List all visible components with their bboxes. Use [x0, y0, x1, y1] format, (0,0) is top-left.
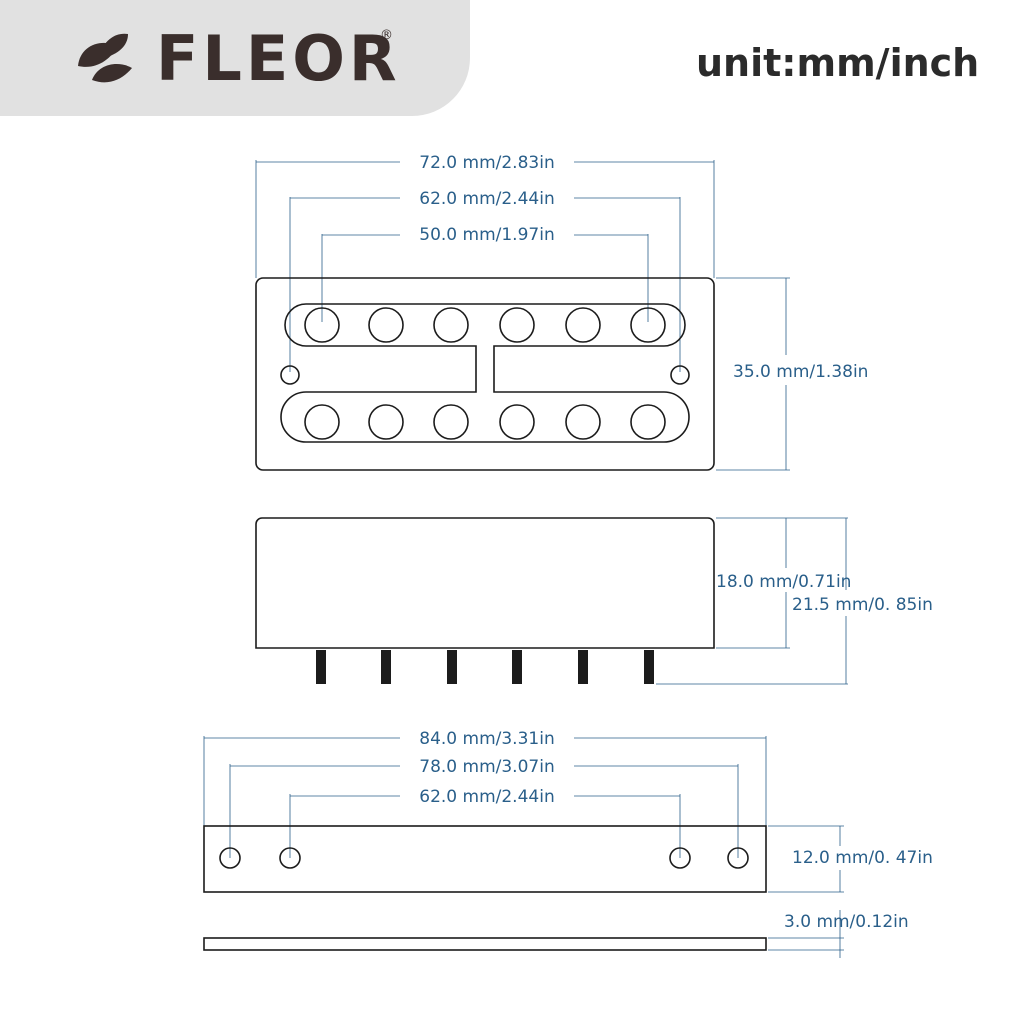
unit-label: unit:mm/inch — [696, 41, 980, 85]
dim-plate-thickness: 3.0 mm/0.12in — [784, 912, 909, 932]
pole-pieces-bottom-row — [304, 404, 666, 440]
top-view — [255, 277, 715, 471]
base-plate-edge — [203, 937, 767, 951]
pickup-body-top — [255, 277, 715, 471]
mount-hole-left — [280, 365, 300, 385]
mount-hole-right — [670, 365, 690, 385]
plate-hole — [279, 847, 301, 869]
dim-plate-outer-holes: 78.0 mm/3.07in — [419, 757, 554, 777]
registered-mark: ® — [380, 28, 393, 43]
brand-name: FLEOR — [156, 22, 401, 95]
side-view — [255, 517, 715, 684]
pole-pieces-top-row — [304, 307, 666, 343]
plate-hole — [219, 847, 241, 869]
base-plate — [203, 825, 767, 951]
pole-legs — [316, 650, 654, 684]
dim-side-total-height: 21.5 mm/0. 85in — [792, 595, 933, 615]
dim-plate-width: 12.0 mm/0. 47in — [792, 848, 933, 868]
plate-hole — [669, 847, 691, 869]
dim-top-pole-spacing: 50.0 mm/1.97in — [419, 225, 554, 245]
dim-top-width-overall: 72.0 mm/2.83in — [419, 153, 554, 173]
coil-outline — [280, 303, 690, 443]
plate-hole — [727, 847, 749, 869]
pickup-body-side — [255, 517, 715, 649]
dim-plate-inner-holes: 62.0 mm/2.44in — [419, 787, 554, 807]
dimension-lines — [203, 160, 848, 958]
dim-plate-length: 84.0 mm/3.31in — [419, 729, 554, 749]
leaf-logo-icon — [78, 33, 132, 83]
dim-side-body-height: 18.0 mm/0.71in — [716, 572, 851, 592]
dim-top-height: 35.0 mm/1.38in — [733, 362, 868, 382]
base-plate-top — [203, 825, 767, 893]
dim-top-mount-spacing: 62.0 mm/2.44in — [419, 189, 554, 209]
header-bar — [0, 0, 470, 116]
